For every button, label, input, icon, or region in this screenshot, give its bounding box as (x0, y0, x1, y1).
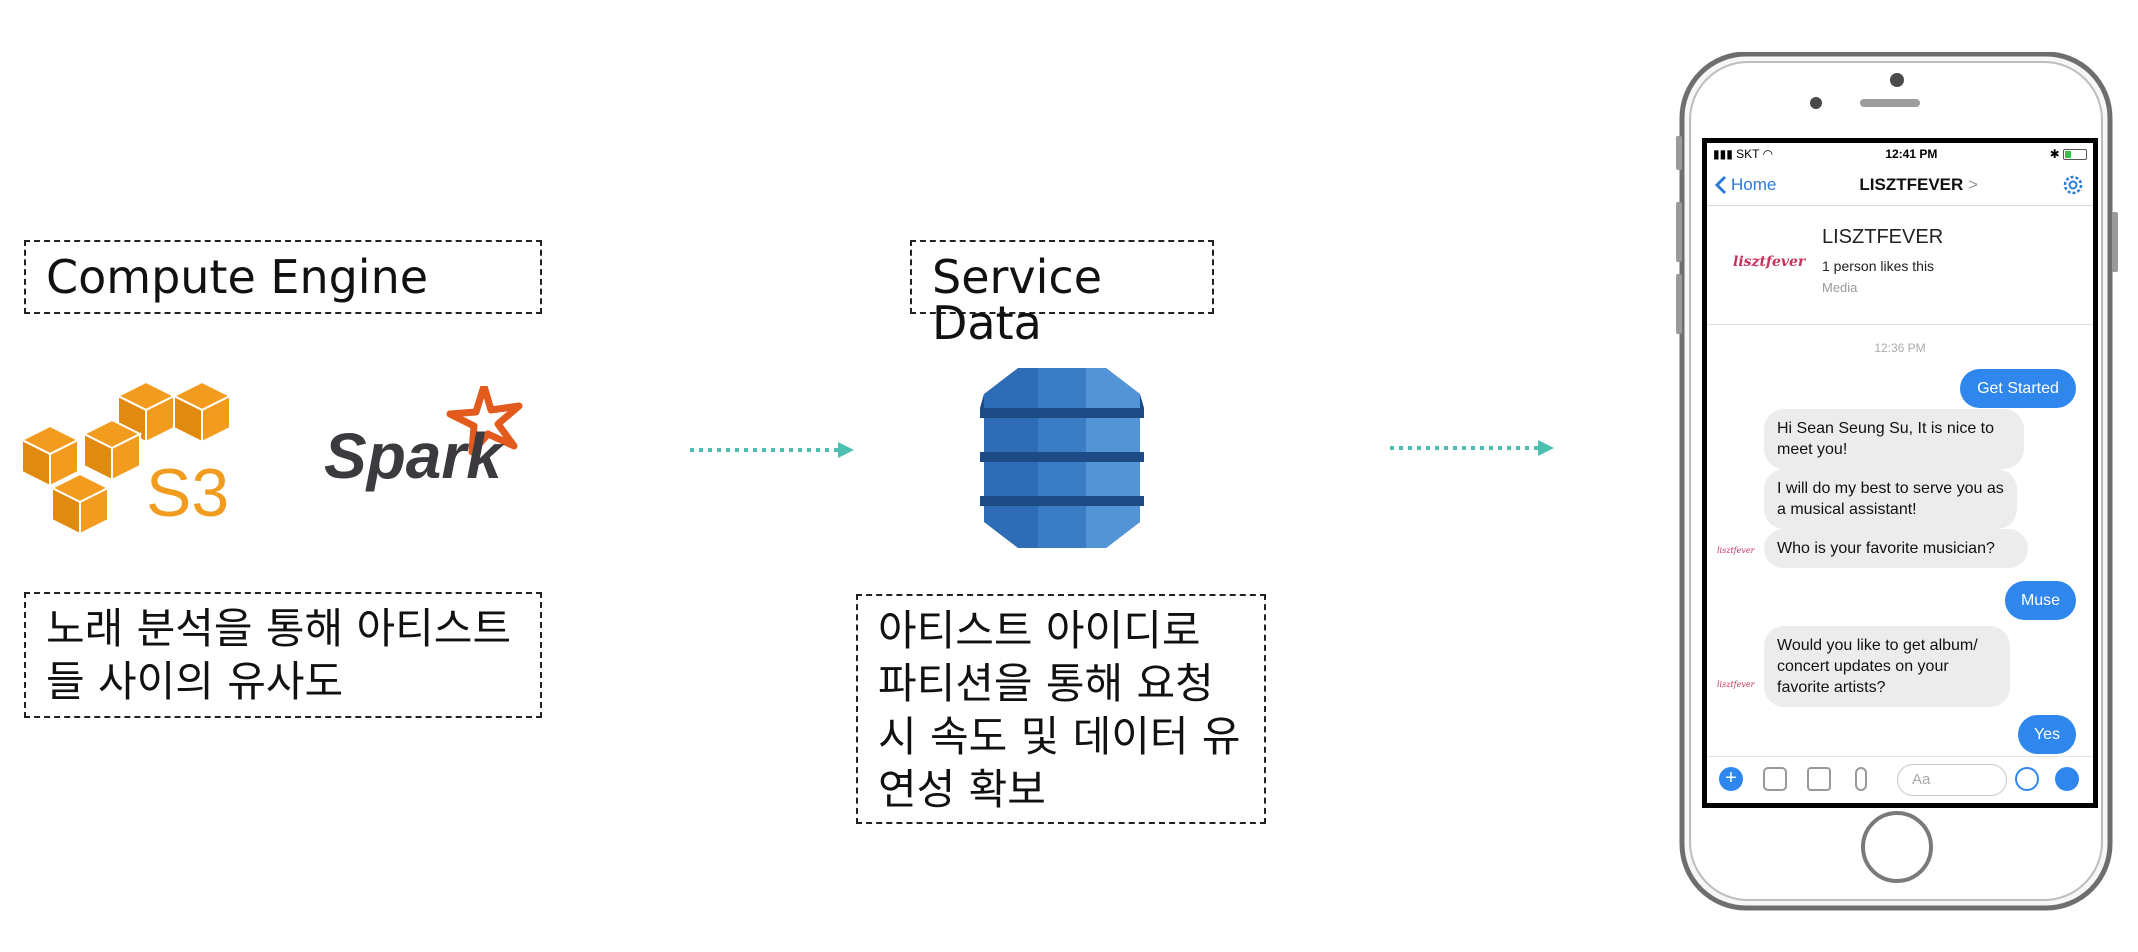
back-label: Home (1731, 175, 1777, 194)
message-get-started: Get Started (1960, 369, 2076, 408)
signal-icon: ▮▮▮ (1713, 147, 1733, 161)
wifi-icon: ◠ (1762, 147, 1774, 161)
s3-label: S3 (146, 455, 229, 531)
plus-icon[interactable]: + (1719, 767, 1743, 791)
compute-description-line-1: 노래 분석을 통해 아티스트 (46, 604, 512, 653)
compute-description-line-2: 들 사이의 유사도 (46, 657, 344, 706)
bot-avatar: lisztfever (1717, 680, 1755, 689)
gear-icon[interactable] (2061, 173, 2085, 197)
carrier-name: SKT (1736, 147, 1760, 161)
battery-icon (2062, 149, 2087, 161)
service-data-title-box: Service Data (910, 240, 1214, 346)
bluetooth-icon: ✱ (2049, 147, 2060, 161)
compute-engine-title: Compute Engine (46, 250, 429, 304)
message-muse: Muse (2005, 581, 2076, 620)
service-description-line-2: 파티션을 통해 요청 (878, 659, 1214, 708)
chevron-left-icon (1715, 175, 1727, 195)
brand-logo: lisztfever (1733, 254, 1806, 270)
chat-title-text: LISZTFEVER (1859, 175, 1964, 194)
chat-title[interactable]: LISZTFEVER > (1859, 175, 1978, 195)
earpiece-speaker (1860, 99, 1920, 107)
service-description-line-4: 연성 확보 (878, 765, 1046, 814)
spark-label: Spark (324, 420, 505, 492)
status-bar: ▮▮▮ SKT ◠ 12:41 PM ✱ (1707, 143, 2093, 165)
front-camera (1890, 73, 1904, 87)
status-right: ✱ (2050, 147, 2087, 161)
page-category: Media (1822, 280, 1858, 295)
home-button (1861, 811, 1933, 883)
status-left: ▮▮▮ SKT ◠ (1713, 147, 1773, 161)
service-description-line-1: 아티스트 아이디로 (878, 606, 1201, 655)
cube-top-left (115, 380, 177, 444)
service-description-line-3: 시 속도 및 데이터 유 (878, 712, 1241, 761)
page-likes: 1 person likes this (1822, 258, 1935, 274)
microphone-icon[interactable] (1855, 767, 1867, 791)
messenger-screen: ▮▮▮ SKT ◠ 12:41 PM ✱ Home LISZTFEVER > l… (1702, 138, 2098, 808)
dynamodb-icon (980, 368, 1144, 548)
menu-icon[interactable] (2055, 767, 2079, 791)
bot-avatar: lisztfever (1717, 546, 1755, 555)
page-name: LISZTFEVER (1822, 226, 1944, 248)
message-assistant-intro: I will do my best to serve you as a musi… (1764, 469, 2017, 529)
conversation-timestamp: 12:36 PM (1874, 341, 1926, 355)
compute-engine-title-box: Compute Engine (24, 240, 542, 314)
emoji-icon[interactable] (2015, 767, 2039, 791)
chevron-right-icon: > (1968, 175, 1978, 194)
page-profile-header: lisztfever LISZTFEVER 1 person likes thi… (1707, 206, 2093, 325)
photo-icon[interactable] (1807, 767, 1831, 791)
spark-logo: Spark (324, 386, 523, 492)
message-greeting: Hi Sean Seung Su, It is nice to meet you… (1764, 409, 2024, 469)
message-composer: + Aa (1707, 756, 2093, 803)
compute-engine-description-box: 노래 분석을 통해 아티스트 들 사이의 유사도 (24, 592, 542, 718)
chat-nav-bar: Home LISZTFEVER > (1707, 165, 2093, 206)
service-data-title: Service Data (932, 250, 1103, 350)
flow-arrow-1 (690, 442, 854, 458)
message-updates-question: Would you like to get album/ concert upd… (1764, 626, 2010, 707)
message-input[interactable]: Aa (1897, 764, 2007, 796)
status-time: 12:41 PM (1885, 147, 1938, 161)
message-favorite-question: Who is your favorite musician? (1764, 529, 2028, 568)
camera-icon[interactable] (1763, 767, 1787, 791)
service-data-description-box: 아티스트 아이디로 파티션을 통해 요청 시 속도 및 데이터 유 연성 확보 (856, 594, 1266, 824)
back-button[interactable]: Home (1715, 175, 1776, 195)
flow-arrow-2 (1390, 440, 1554, 456)
message-yes: Yes (2018, 715, 2076, 754)
aws-s3-logo: S3 (22, 380, 233, 536)
message-input-placeholder: Aa (1912, 771, 1931, 788)
